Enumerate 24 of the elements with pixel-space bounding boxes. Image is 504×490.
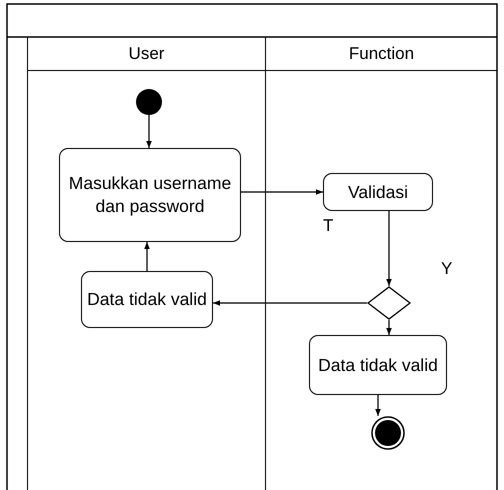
start-node [136, 89, 162, 115]
swimlane [27, 37, 265, 490]
flow-arrow [386, 320, 392, 335]
guard-label: T [323, 216, 334, 236]
activity-label: Data tidak valid [318, 354, 438, 376]
guard-label: Y [441, 259, 452, 279]
flow-arrow [146, 115, 152, 148]
activity-label: Masukkan username dan password [68, 172, 232, 218]
decision-diamond [367, 286, 411, 320]
activity-box [59, 148, 241, 242]
flow-arrow [386, 211, 392, 286]
flow-arrow [213, 300, 367, 306]
activity-label: Data tidak valid [87, 288, 207, 311]
flow-arrow [144, 242, 150, 271]
activity-box [81, 271, 213, 328]
lane-title: Function [266, 37, 497, 71]
flow-arrow [241, 189, 323, 195]
end-node [371, 416, 405, 450]
activity-box [309, 335, 447, 395]
lane-title: User [28, 37, 265, 71]
flow-arrow [375, 395, 381, 416]
activity-box [323, 173, 433, 211]
activity-label: Validasi [348, 180, 408, 204]
swimlane [265, 37, 497, 490]
